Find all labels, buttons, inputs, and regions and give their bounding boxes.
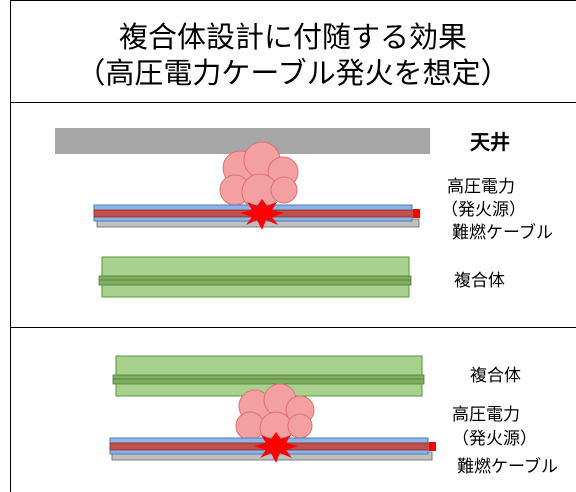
top-composite-label: 複合体 (454, 271, 505, 291)
smoke-cloud-bottom (235, 383, 315, 445)
title-box: 複合体設計に付随する効果 （高圧電力ケーブル発火を想定） (10, 0, 576, 103)
cable-end-top (413, 209, 420, 218)
top-cable-label-1: 高圧電力 (447, 177, 515, 197)
bottom-cable-label-1: 高圧電力 (452, 405, 520, 425)
top-cable-label-3: 難燃ケーブル (452, 222, 553, 243)
bottom-composite-label: 複合体 (470, 366, 521, 386)
smoke-cloud-top (219, 141, 299, 211)
composite-band-bottom (112, 374, 425, 385)
ceiling-slab (55, 128, 430, 154)
title-line-1: 複合体設計に付随する効果 (118, 20, 467, 54)
diagram-frame (10, 0, 576, 492)
title-line-2: （高圧電力ケーブル発火を想定） (76, 56, 510, 90)
top-cable-label-2: （発火源） (441, 200, 526, 220)
panel-divider (10, 327, 576, 328)
ceiling-label: 天井 (470, 130, 510, 154)
flame-bottom (254, 432, 298, 463)
bottom-cable-label-2: （発火源） (452, 429, 537, 449)
flame-top (240, 199, 284, 230)
cable-end-bottom (429, 442, 436, 451)
bottom-cable-label-3: 難燃ケーブル (457, 456, 558, 477)
composite-band-top (98, 275, 412, 286)
